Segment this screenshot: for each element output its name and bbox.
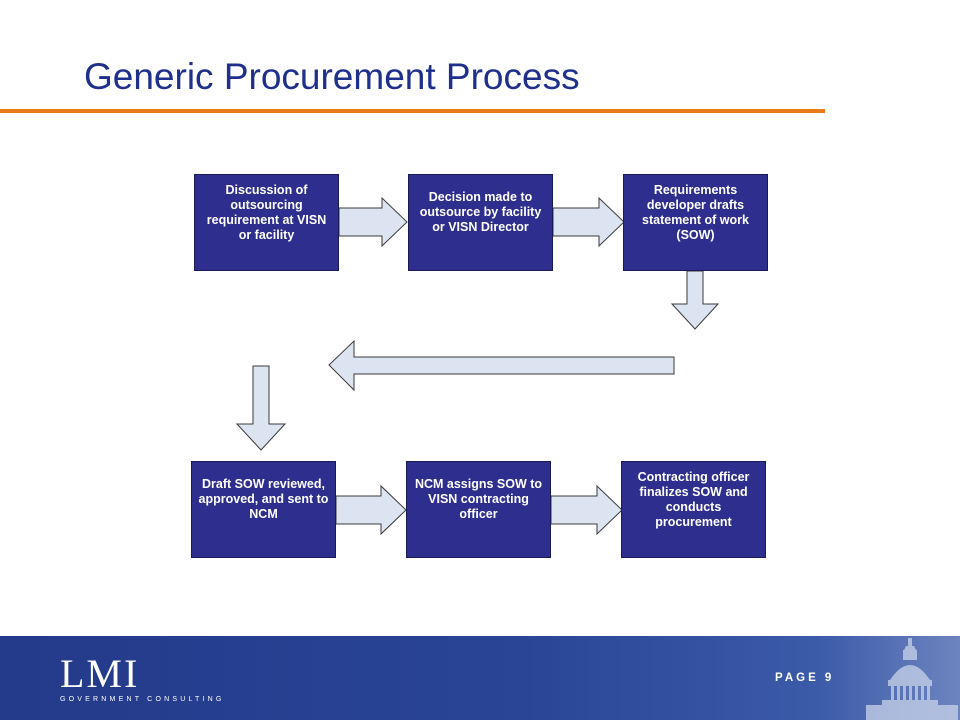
capitol-icon [866, 638, 958, 720]
step-box-1: Discussion of outsourcing requirement at… [194, 174, 339, 271]
arrow-right-3 [335, 484, 407, 536]
logo-tagline: GOVERNMENT CONSULTING [60, 696, 225, 703]
step-label: Contracting officer finalizes SOW and co… [637, 469, 750, 529]
step-box-5: NCM assigns SOW to VISN contracting offi… [406, 461, 551, 558]
arrow-down-1 [670, 270, 720, 330]
step-label: NCM assigns SOW to VISN contracting offi… [414, 477, 543, 521]
slide-title: Generic Procurement Process [84, 56, 580, 97]
step-label: Draft SOW reviewed, approved, and sent t… [198, 477, 329, 521]
arrow-down-2 [235, 365, 287, 451]
step-box-4: Draft SOW reviewed, approved, and sent t… [191, 461, 336, 558]
arrow-right-2 [552, 196, 625, 248]
logo-wordmark: LMI [60, 651, 140, 696]
arrow-right-1 [338, 196, 408, 248]
footer-bar: LMI GOVERNMENT CONSULTING PAGE 9 [0, 636, 960, 720]
arrow-left-long [328, 339, 675, 392]
lmi-logo: LMI GOVERNMENT CONSULTING [60, 651, 225, 704]
title-underline [0, 109, 825, 113]
arrow-right-4 [550, 484, 623, 536]
step-label: Discussion of outsourcing requirement at… [206, 182, 327, 242]
page-number: PAGE 9 [775, 672, 835, 684]
step-box-2: Decision made to outsource by facility o… [408, 174, 553, 271]
step-box-6: Contracting officer finalizes SOW and co… [621, 461, 766, 558]
step-label: Requirements developer drafts statement … [642, 182, 749, 242]
step-box-3: Requirements developer drafts statement … [623, 174, 768, 271]
step-label: Decision made to outsource by facility o… [419, 190, 542, 234]
